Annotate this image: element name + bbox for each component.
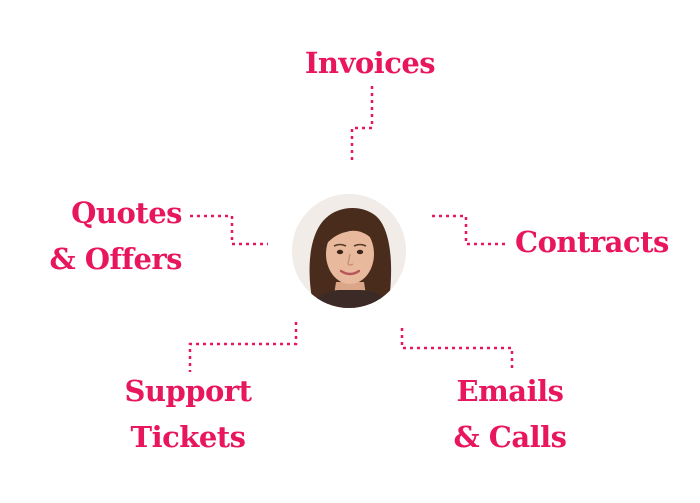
node-contracts-line-1: Contracts [515, 225, 669, 259]
connector-contracts [432, 214, 508, 246]
node-emails-calls: Emails & Calls [410, 368, 610, 460]
node-support-tickets: Support Tickets [88, 368, 288, 460]
node-emails-line-2: & Calls [453, 420, 567, 454]
connector-quotes [190, 214, 268, 246]
node-quotes-line-1: Quotes [71, 196, 182, 230]
node-support-line-1: Support [124, 374, 252, 408]
node-contracts: Contracts [515, 219, 669, 265]
connector-invoices [350, 86, 374, 162]
node-invoices: Invoices [270, 40, 470, 86]
node-emails-line-1: Emails [456, 374, 564, 408]
node-support-line-2: Tickets [130, 420, 246, 454]
node-quotes-offers: Quotes & Offers [20, 190, 182, 282]
node-quotes-line-2: & Offers [49, 242, 182, 276]
person-avatar-icon [292, 194, 406, 308]
connector-emails [400, 328, 514, 372]
connector-support [188, 322, 298, 372]
node-invoices-line-1: Invoices [304, 46, 436, 80]
